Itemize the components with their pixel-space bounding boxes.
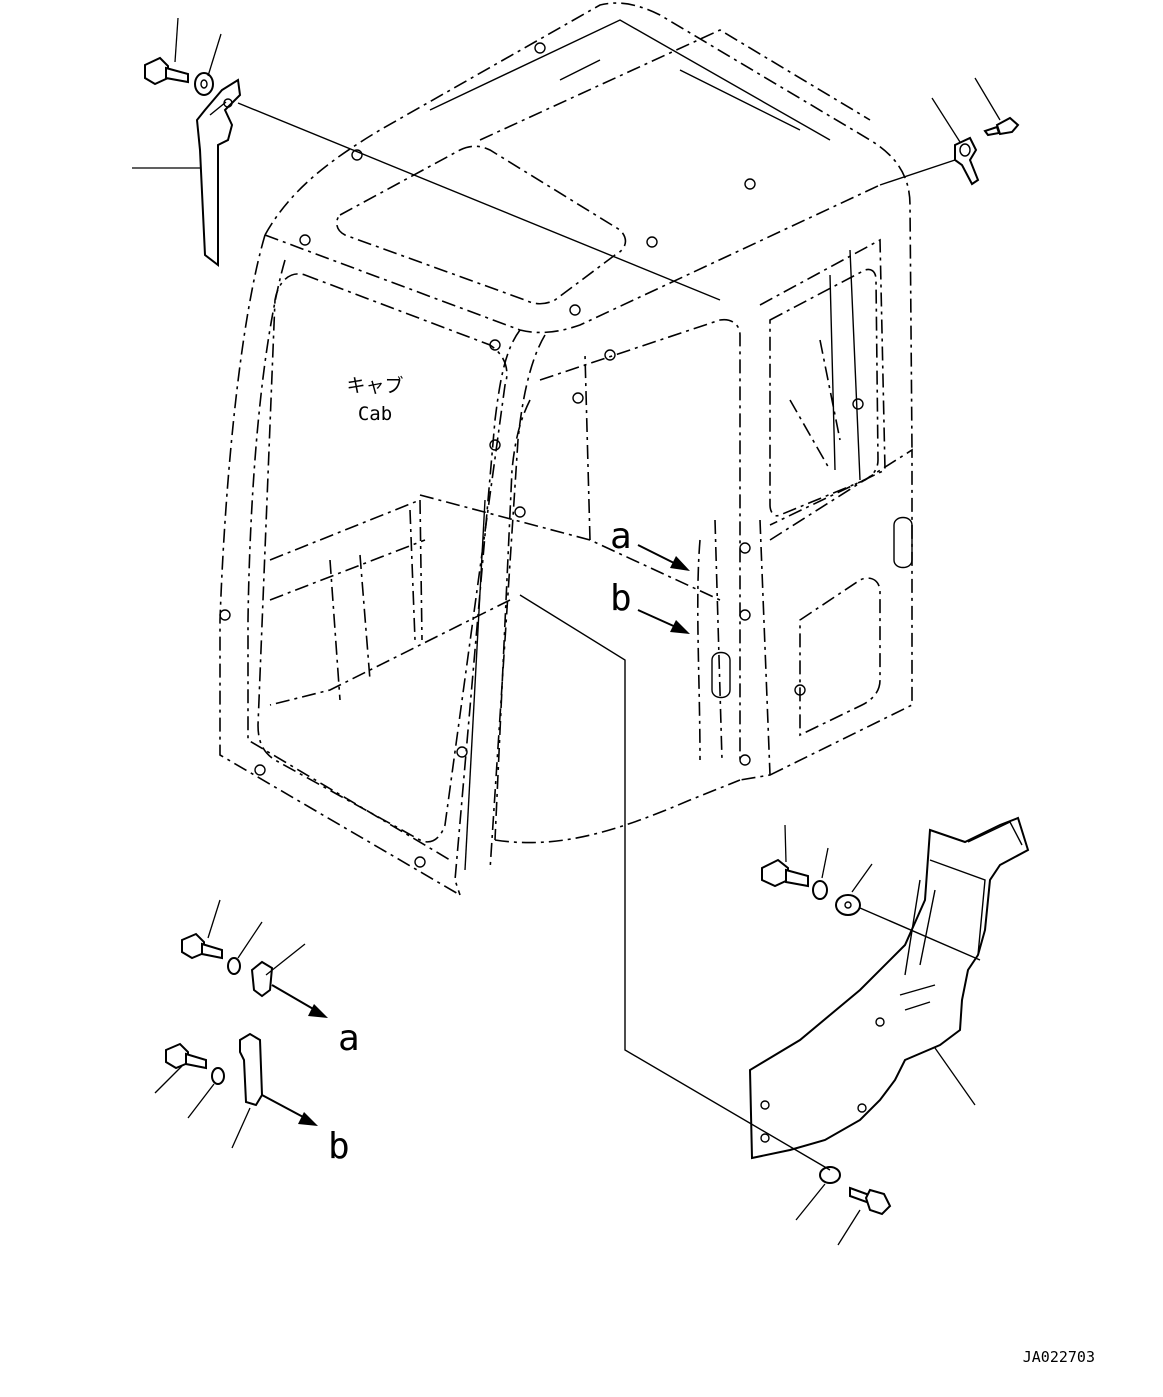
centerline-top-right (879, 159, 956, 186)
lower-right-bolt-bottom (849, 1186, 892, 1216)
cab-label-jp: キャブ (346, 374, 403, 397)
centerline-top-left (237, 102, 721, 301)
leader-bolt-lr-top (784, 824, 787, 863)
leader-clip-b (231, 1107, 251, 1149)
leader-bolt-a (207, 899, 221, 939)
ref-a-target-label: a (610, 516, 632, 557)
lower-right-spacer-bottom (819, 1166, 841, 1184)
leader-washer-lr-top (821, 847, 829, 879)
top-left-washer (194, 72, 214, 96)
leader-screw-top-right (974, 77, 1001, 121)
leader-washer-b (187, 1083, 215, 1119)
top-right-screw (983, 116, 1020, 137)
ref-b-target-label: b (610, 578, 632, 619)
lower-right-washer-top (812, 880, 828, 900)
leader-spacer-lr-bottom (795, 1183, 826, 1221)
leader-clip-a (265, 943, 306, 976)
leader-washer-a (237, 921, 263, 959)
ref-b-target-arrow (637, 609, 690, 634)
ref-b-part-arrow (261, 1094, 318, 1126)
top-left-cover-plate (195, 78, 242, 268)
bracket-b-clip (239, 1032, 264, 1107)
bracket-b-bolt (165, 1042, 207, 1070)
leader-clip-top-right (931, 97, 961, 143)
bracket-a-clip (250, 960, 274, 998)
leader-spacer-lr-top (851, 863, 873, 893)
cab-label-en: Cab (358, 403, 392, 425)
centerline-lr-bottom (519, 594, 831, 1171)
leader-side-cover (934, 1047, 976, 1106)
ref-b-part-label: b (328, 1126, 350, 1167)
cab-body (219, 2, 913, 896)
bracket-a-washer (227, 957, 241, 975)
leader-bolt-lr-bottom (837, 1209, 861, 1246)
ref-a-part-label: a (338, 1018, 360, 1059)
drawing-number: JA022703 (1023, 1348, 1095, 1366)
centerline-lr-top (859, 907, 981, 961)
leader-bolt-b (154, 1065, 183, 1094)
ref-a-target-arrow (637, 544, 690, 571)
lower-right-bolt-top (761, 858, 809, 888)
bracket-b-washer (211, 1067, 225, 1085)
top-right-clip (954, 136, 980, 186)
lower-right-side-cover (748, 816, 1030, 1160)
ref-a-part-arrow (271, 984, 328, 1018)
leader-bolt-top-left (174, 17, 179, 63)
bracket-a-bolt (181, 932, 223, 960)
leader-washer-top-left (207, 33, 222, 77)
top-left-bolt (144, 56, 189, 86)
lower-right-spacer-top (835, 894, 861, 916)
